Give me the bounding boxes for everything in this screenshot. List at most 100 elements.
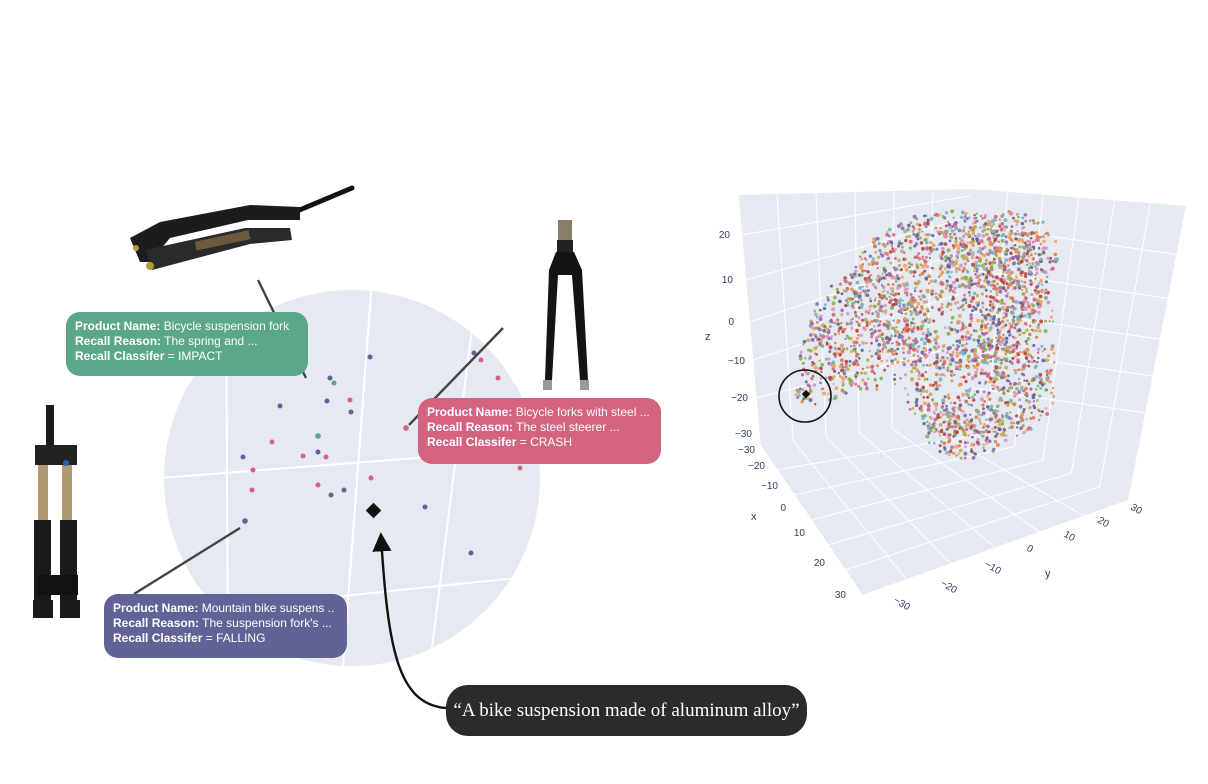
- cloud-point: [990, 224, 994, 228]
- cloud-point: [1015, 347, 1018, 350]
- cloud-point: [1024, 356, 1029, 360]
- cloud-point: [925, 390, 928, 393]
- cloud-point: [913, 412, 917, 415]
- cloud-point: [808, 357, 811, 360]
- cloud-point: [1025, 290, 1028, 294]
- cloud-point: [939, 373, 943, 377]
- cloud-point: [801, 361, 805, 365]
- cloud-point: [935, 353, 938, 356]
- cloud-point: [930, 250, 933, 253]
- cloud-point: [976, 250, 980, 254]
- recall-classifier-label: Recall Classifer: [113, 631, 203, 645]
- cloud-point: [803, 397, 806, 400]
- cloud-point: [973, 224, 978, 229]
- cloud-point: [898, 264, 901, 267]
- cloud-point: [891, 342, 894, 345]
- cloud-point: [903, 326, 907, 330]
- cloud-point: [863, 317, 868, 322]
- cloud-point: [986, 424, 990, 429]
- cloud-point: [822, 306, 827, 311]
- product-name-label: Product Name:: [427, 405, 513, 419]
- cloud-point: [894, 267, 898, 271]
- cloud-point: [950, 358, 955, 362]
- cloud-point: [994, 218, 998, 222]
- cloud-point: [821, 328, 824, 332]
- cloud-point: [999, 361, 1003, 365]
- cloud-point: [973, 213, 976, 217]
- cloud-point: [1012, 315, 1016, 319]
- cloud-point: [846, 311, 850, 316]
- cloud-point: [795, 388, 799, 392]
- cloud-point: [993, 261, 997, 265]
- cloud-point: [990, 229, 995, 234]
- cloud-point: [874, 296, 877, 300]
- cloud-point: [954, 302, 957, 306]
- cloud-point: [995, 290, 998, 294]
- cloud-point: [1047, 376, 1050, 379]
- cloud-point: [1028, 269, 1032, 274]
- cloud-point: [1037, 323, 1041, 326]
- cloud-point: [997, 341, 1001, 346]
- cloud-point: [912, 232, 916, 236]
- cloud-point: [887, 227, 892, 232]
- cloud-point: [896, 276, 901, 281]
- plot3d-points: [794, 209, 1060, 460]
- cloud-point: [925, 221, 930, 226]
- cloud-point: [981, 301, 985, 305]
- cloud-point: [904, 238, 908, 243]
- cloud-point: [1030, 292, 1034, 297]
- cloud-point: [1019, 318, 1023, 322]
- cloud-point: [1035, 234, 1040, 239]
- cloud-point: [977, 413, 981, 417]
- cloud-point: [949, 232, 952, 236]
- cloud-point: [973, 452, 977, 456]
- cloud-point: [1006, 374, 1010, 378]
- cloud-point: [998, 218, 1001, 221]
- cloud-point: [915, 368, 920, 373]
- disc-point: [328, 492, 334, 498]
- cloud-point: [956, 250, 961, 255]
- cloud-point: [832, 375, 836, 379]
- cloud-point: [1013, 369, 1017, 372]
- cloud-point: [1021, 288, 1024, 292]
- disc-point: [331, 380, 337, 386]
- cloud-point: [891, 232, 896, 237]
- cloud-point: [1024, 339, 1028, 343]
- cloud-point: [840, 388, 845, 393]
- cloud-point: [910, 378, 914, 382]
- cloud-point: [871, 282, 875, 287]
- cloud-point: [967, 230, 971, 233]
- z-axis-title: z: [705, 331, 711, 343]
- cloud-point: [964, 325, 968, 329]
- cloud-point: [922, 341, 927, 346]
- cloud-point: [849, 321, 853, 326]
- cloud-point: [906, 359, 910, 363]
- cloud-point: [901, 331, 904, 334]
- cloud-point: [909, 310, 912, 313]
- cloud-point: [1034, 387, 1038, 391]
- cloud-point: [1014, 244, 1017, 247]
- cloud-point: [922, 352, 927, 357]
- cloud-point: [981, 265, 985, 269]
- cloud-point: [896, 224, 901, 228]
- cloud-point: [938, 294, 943, 299]
- cloud-point: [894, 334, 897, 338]
- cloud-point: [1003, 342, 1007, 347]
- cloud-point: [870, 320, 874, 323]
- cloud-point: [906, 227, 910, 232]
- cloud-point: [867, 377, 870, 380]
- cloud-point: [853, 269, 858, 274]
- cloud-point: [898, 304, 901, 308]
- cloud-point: [935, 408, 938, 411]
- cloud-point: [977, 233, 981, 238]
- cloud-point: [912, 360, 915, 364]
- cloud-point: [956, 415, 961, 419]
- cloud-point: [1033, 239, 1037, 243]
- cloud-point: [840, 308, 844, 312]
- x-tick: 0: [780, 503, 786, 514]
- cloud-point: [846, 300, 850, 304]
- cloud-point: [1034, 252, 1038, 256]
- cloud-point: [899, 377, 902, 380]
- recall-classifier-value: = CRASH: [516, 435, 573, 449]
- cloud-point: [914, 400, 919, 404]
